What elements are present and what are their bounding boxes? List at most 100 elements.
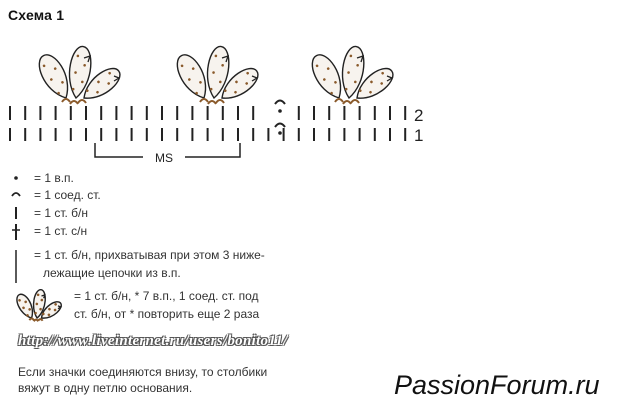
slip-stitch-arc-icon <box>11 192 21 197</box>
chain-dot-icon <box>28 308 31 311</box>
double-crochet-cross-icon <box>12 224 20 240</box>
chain-dot-icon <box>18 298 21 302</box>
chain-dot-icon <box>35 302 39 306</box>
legend-motif-line-2: ст. б/н, от * повторить еще 2 раза <box>74 307 260 321</box>
site-watermark: PassionForum.ru <box>394 370 600 400</box>
chain-dot-icon <box>323 78 326 81</box>
chain-dot-icon <box>48 307 51 311</box>
chain-dot-icon <box>76 54 80 58</box>
chain-dot-icon <box>246 71 249 75</box>
petal-motifs <box>38 45 394 105</box>
chain-dot-icon <box>57 91 60 95</box>
chain-dot-icon <box>212 71 215 74</box>
note-line: Если значки соединяются внизу, то столби… <box>18 365 268 379</box>
petal-loop <box>38 54 69 99</box>
petal-loop <box>356 67 394 99</box>
chain-dot-icon <box>61 81 64 84</box>
petal-motif-icon <box>16 288 63 322</box>
chain-dot-icon <box>349 54 353 58</box>
petal-loop <box>32 288 46 320</box>
petal-motif-icon <box>311 45 394 105</box>
chain-dot-icon <box>353 80 357 84</box>
diagram-title: Схема 1 <box>8 7 65 23</box>
chain-dot-icon <box>209 87 213 91</box>
chain-dot-icon <box>54 303 57 306</box>
chain-dot-icon <box>347 71 350 74</box>
row-label-2: 2 <box>414 106 423 125</box>
petal-motif-icon <box>176 45 259 105</box>
ms-label: MS <box>155 151 173 165</box>
chain-dot-icon <box>96 90 99 94</box>
chain-dot-icon <box>223 89 227 92</box>
chain-dot-icon <box>26 314 29 317</box>
chain-dot-icon <box>83 64 86 67</box>
slip-stitch-arc-icon <box>274 122 286 128</box>
note-text: Если значки соединяются внизу, то столби… <box>18 364 267 396</box>
chain-dot-icon <box>245 82 248 85</box>
chain-dot-icon <box>358 89 362 92</box>
petal-loop <box>206 45 230 100</box>
chain-dot-icon <box>334 81 337 84</box>
legend-double-crochet: = 1 ст. с/н <box>34 224 88 238</box>
petal-loop <box>40 301 62 319</box>
chain-dot-icon <box>380 82 383 85</box>
petal-loop <box>311 54 342 99</box>
chain-dot-icon <box>50 78 53 81</box>
chain-dot-icon <box>40 298 44 302</box>
chain-dot-icon <box>199 81 202 84</box>
petal-loop <box>16 293 34 319</box>
chain-dot-icon <box>326 67 330 70</box>
petal-motif-icon <box>16 288 63 322</box>
chain-dot-icon <box>214 54 218 58</box>
chain-dot-icon <box>370 80 373 84</box>
chain-dot-icon <box>47 313 51 317</box>
chain-dot-icon <box>24 300 27 304</box>
petal-motif-icon <box>38 45 121 105</box>
chain-dot-icon <box>36 293 40 297</box>
row-2-stitches <box>9 106 407 120</box>
chain-dot-icon <box>315 64 319 68</box>
chain-dot-icon <box>107 82 110 85</box>
chain-dot-icon <box>278 109 282 113</box>
chain-dot-icon <box>234 90 237 94</box>
chain-dot-icon <box>42 64 46 68</box>
legend-chain: = 1 в.п. <box>34 171 74 185</box>
petal-loop <box>68 45 92 100</box>
chain-dot-icon <box>180 64 184 68</box>
chain-dot-icon <box>80 80 84 84</box>
chain-dot-icon <box>218 80 222 84</box>
chain-dot-icon <box>14 176 18 180</box>
chain-dot-icon <box>53 67 57 70</box>
chain-dot-icon <box>71 87 75 91</box>
chain-dot-icon <box>278 131 282 135</box>
legend-slip-stitch: = 1 соед. ст. <box>34 188 101 202</box>
chain-dot-icon <box>53 308 57 312</box>
chain-dot-icon <box>108 71 111 75</box>
legend-single-crochet: = 1 ст. б/н <box>34 206 89 220</box>
petal-loop <box>176 54 207 99</box>
petal-loop <box>341 45 365 100</box>
chain-dot-icon <box>97 80 100 84</box>
legend-motif-line-1: = 1 ст. б/н, * 7 в.п., 1 соед. ст. под <box>74 289 259 303</box>
chain-dot-icon <box>39 307 42 311</box>
middle-slip-stitch-group <box>274 99 286 135</box>
chain-dot-icon <box>22 306 25 310</box>
petal-loop <box>83 67 121 99</box>
chain-dot-icon <box>381 71 384 75</box>
petal-loop <box>221 67 259 99</box>
slip-stitch-arc-icon <box>274 99 286 105</box>
chain-dot-icon <box>188 78 191 81</box>
chain-dot-icon <box>344 87 348 91</box>
chain-dot-icon <box>235 80 238 84</box>
chain-dot-icon <box>85 89 89 92</box>
row-1-stitches <box>9 128 407 141</box>
row-label-1: 1 <box>414 126 423 145</box>
chain-dot-icon <box>34 311 37 315</box>
chain-dot-icon <box>42 312 45 316</box>
legend-long-stitch-line-1: = 1 ст. б/н, прихватывая при этом 3 ниже… <box>34 248 265 262</box>
legend-long-stitch-line-2: лежащие цепочки из в.п. <box>43 266 181 280</box>
chain-dot-icon <box>221 64 224 67</box>
chain-dot-icon <box>74 71 77 74</box>
chain-dot-icon <box>369 90 372 94</box>
